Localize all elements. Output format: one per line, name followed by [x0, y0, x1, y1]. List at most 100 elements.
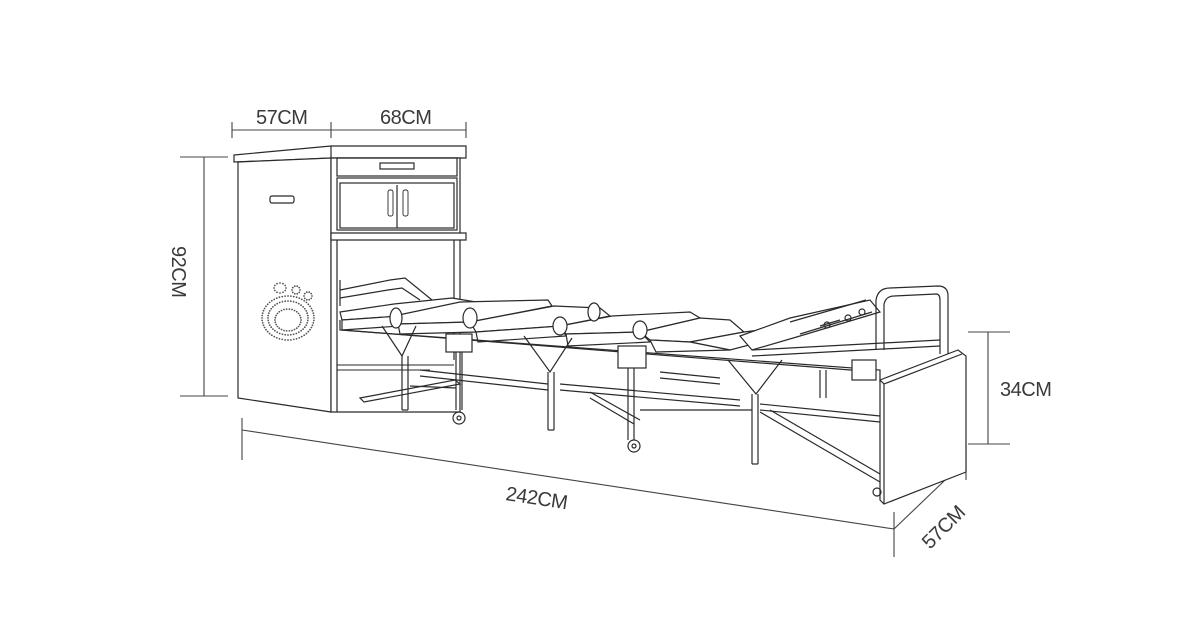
- emblem-dot: [312, 312, 315, 314]
- emblem-dot: [298, 286, 301, 289]
- emblem-dot: [273, 284, 276, 287]
- emblem-dot: [303, 307, 306, 310]
- emblem-dot: [299, 316, 302, 319]
- emblem-dot: [284, 284, 287, 287]
- emblem-dot: [307, 317, 309, 319]
- emblem-dot: [299, 289, 301, 291]
- emblem-dot: [263, 326, 266, 329]
- cross-braces: [409, 369, 881, 483]
- emblem-dot: [300, 335, 303, 338]
- bedside-cabinet: [233, 145, 467, 413]
- emblem-dot: [297, 302, 300, 305]
- emblem-dot: [279, 282, 281, 284]
- emblem-dot: [303, 295, 305, 297]
- emblem-dot: [291, 291, 294, 294]
- emblem-dot: [273, 335, 276, 338]
- emblem-dot: [274, 304, 276, 307]
- emblem-dot: [312, 322, 315, 324]
- emblem-dot: [293, 328, 296, 331]
- emblem-dot: [273, 287, 275, 289]
- emblem-dot: [308, 298, 311, 301]
- emblem-dot: [310, 292, 313, 295]
- emblem-dot: [267, 312, 270, 315]
- emblem-dot: [276, 282, 278, 285]
- emblem-dot: [281, 333, 284, 336]
- emblem-dot: [307, 303, 310, 306]
- emblem-dot: [305, 324, 308, 326]
- emblem-dot: [287, 300, 289, 302]
- emblem-dot: [303, 299, 306, 302]
- emblem-dot: [295, 310, 298, 313]
- emblem-dot: [300, 298, 303, 301]
- emblem-dot: [310, 307, 313, 310]
- emblem-dot: [291, 289, 293, 291]
- emblem-dot: [289, 333, 292, 336]
- emblem-dot: [305, 310, 308, 312]
- emblem-dot: [261, 317, 263, 319]
- emblem-dot: [283, 308, 285, 311]
- emblem-dot: [284, 339, 286, 341]
- emblem-dot: [305, 332, 308, 335]
- emblem-dot: [282, 282, 284, 285]
- emblem-dot: [281, 295, 284, 298]
- emblem-dot: [292, 295, 295, 298]
- emblem-dot: [296, 292, 299, 295]
- emblem-dot: [281, 338, 284, 341]
- emblem-dot: [312, 319, 315, 322]
- emblem-dot: [293, 285, 296, 288]
- emblem-dot: [297, 325, 300, 328]
- emblem-dot: [276, 331, 279, 334]
- emblem-dot: [274, 329, 276, 332]
- dim-bed-height-label: 34CM: [1000, 379, 1051, 401]
- emblem-dot: [293, 309, 296, 312]
- emblem-dot: [310, 297, 313, 300]
- emblem-dot: [291, 286, 294, 289]
- emblem-dot: [278, 337, 281, 340]
- emblem-dot: [279, 292, 281, 294]
- emblem-dot: [295, 296, 298, 299]
- emblem-dot: [278, 301, 281, 304]
- dim-cabinet-depth-label: 57CM: [256, 107, 307, 129]
- emblem-dot: [308, 291, 311, 294]
- emblem-dot: [261, 314, 264, 317]
- emblem-dot: [275, 336, 278, 339]
- emblem-dot: [267, 321, 270, 324]
- emblem-dot: [262, 309, 265, 312]
- emblem-dot: [267, 319, 270, 322]
- emblem-dot: [310, 326, 313, 329]
- emblem-dot: [299, 323, 301, 326]
- emblem-dot: [290, 295, 292, 297]
- emblem-dot: [306, 321, 309, 324]
- emblem-dot: [306, 319, 309, 322]
- emblem-dot: [275, 323, 277, 326]
- emblem-dot: [292, 338, 295, 341]
- emblem-dot: [309, 305, 311, 308]
- emblem-dot: [299, 321, 302, 324]
- emblem-dot: [266, 330, 269, 333]
- emblem-dot: [284, 300, 287, 303]
- emblem-dot: [289, 300, 292, 303]
- emblem-dot: [302, 306, 304, 308]
- emblem-dot: [287, 295, 289, 297]
- emblem-dot: [303, 334, 306, 337]
- emblem-dot: [292, 333, 295, 336]
- emblem-dot: [270, 334, 273, 337]
- emblem-dot: [273, 289, 276, 292]
- emblem-dot: [295, 301, 298, 304]
- emblem-dot: [284, 289, 287, 292]
- emblem-dot: [267, 317, 269, 319]
- emblem-dot: [268, 301, 271, 304]
- emblem-dot: [292, 300, 295, 303]
- emblem-dot: [303, 326, 306, 329]
- emblem-dot: [300, 304, 302, 307]
- emblem-dot: [287, 339, 289, 341]
- emblem-dot: [262, 324, 265, 327]
- emblem-dot: [303, 292, 306, 295]
- emblem-dot: [307, 330, 310, 333]
- folding-bed: [339, 277, 967, 505]
- emblem-dot: [312, 314, 315, 317]
- emblem-dot: [305, 291, 308, 294]
- emblem-dot: [266, 303, 269, 306]
- emblem-dot: [268, 310, 271, 312]
- emblem-dot: [281, 300, 284, 303]
